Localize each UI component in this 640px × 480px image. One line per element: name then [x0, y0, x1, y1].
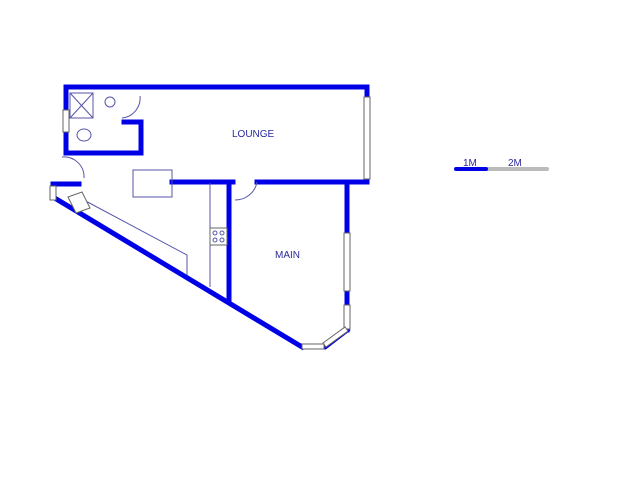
main-door-swing	[234, 181, 258, 201]
room-label-lounge: LOUNGE	[232, 129, 275, 140]
windows	[49, 96, 371, 350]
sink-icon	[67, 191, 91, 214]
bathroom-wall	[63, 119, 144, 156]
bathroom-door-swing	[121, 95, 141, 119]
bathroom-window	[62, 109, 70, 133]
outer-wall-top	[63, 84, 370, 185]
kitchen-counter	[79, 197, 188, 275]
shower-icon	[69, 92, 94, 119]
bay-window-2	[301, 343, 325, 350]
scale-bar: 1M 2M	[454, 158, 549, 171]
kitchen-window	[49, 185, 57, 201]
lounge-window	[363, 96, 371, 180]
fixtures	[61, 92, 258, 287]
scale-label-2m: 2M	[508, 158, 522, 169]
entry-door-swing	[61, 156, 85, 179]
basin-icon	[104, 96, 116, 108]
main-window-2	[343, 304, 351, 330]
stove-icon	[209, 227, 228, 246]
scale-label-1m: 1M	[463, 158, 477, 169]
counter-island	[132, 169, 173, 198]
room-label-main: MAIN	[275, 250, 300, 261]
main-window-1	[343, 232, 351, 292]
toilet-icon	[76, 128, 92, 142]
diagonal-wall	[49, 193, 306, 351]
bay-window	[322, 326, 349, 348]
